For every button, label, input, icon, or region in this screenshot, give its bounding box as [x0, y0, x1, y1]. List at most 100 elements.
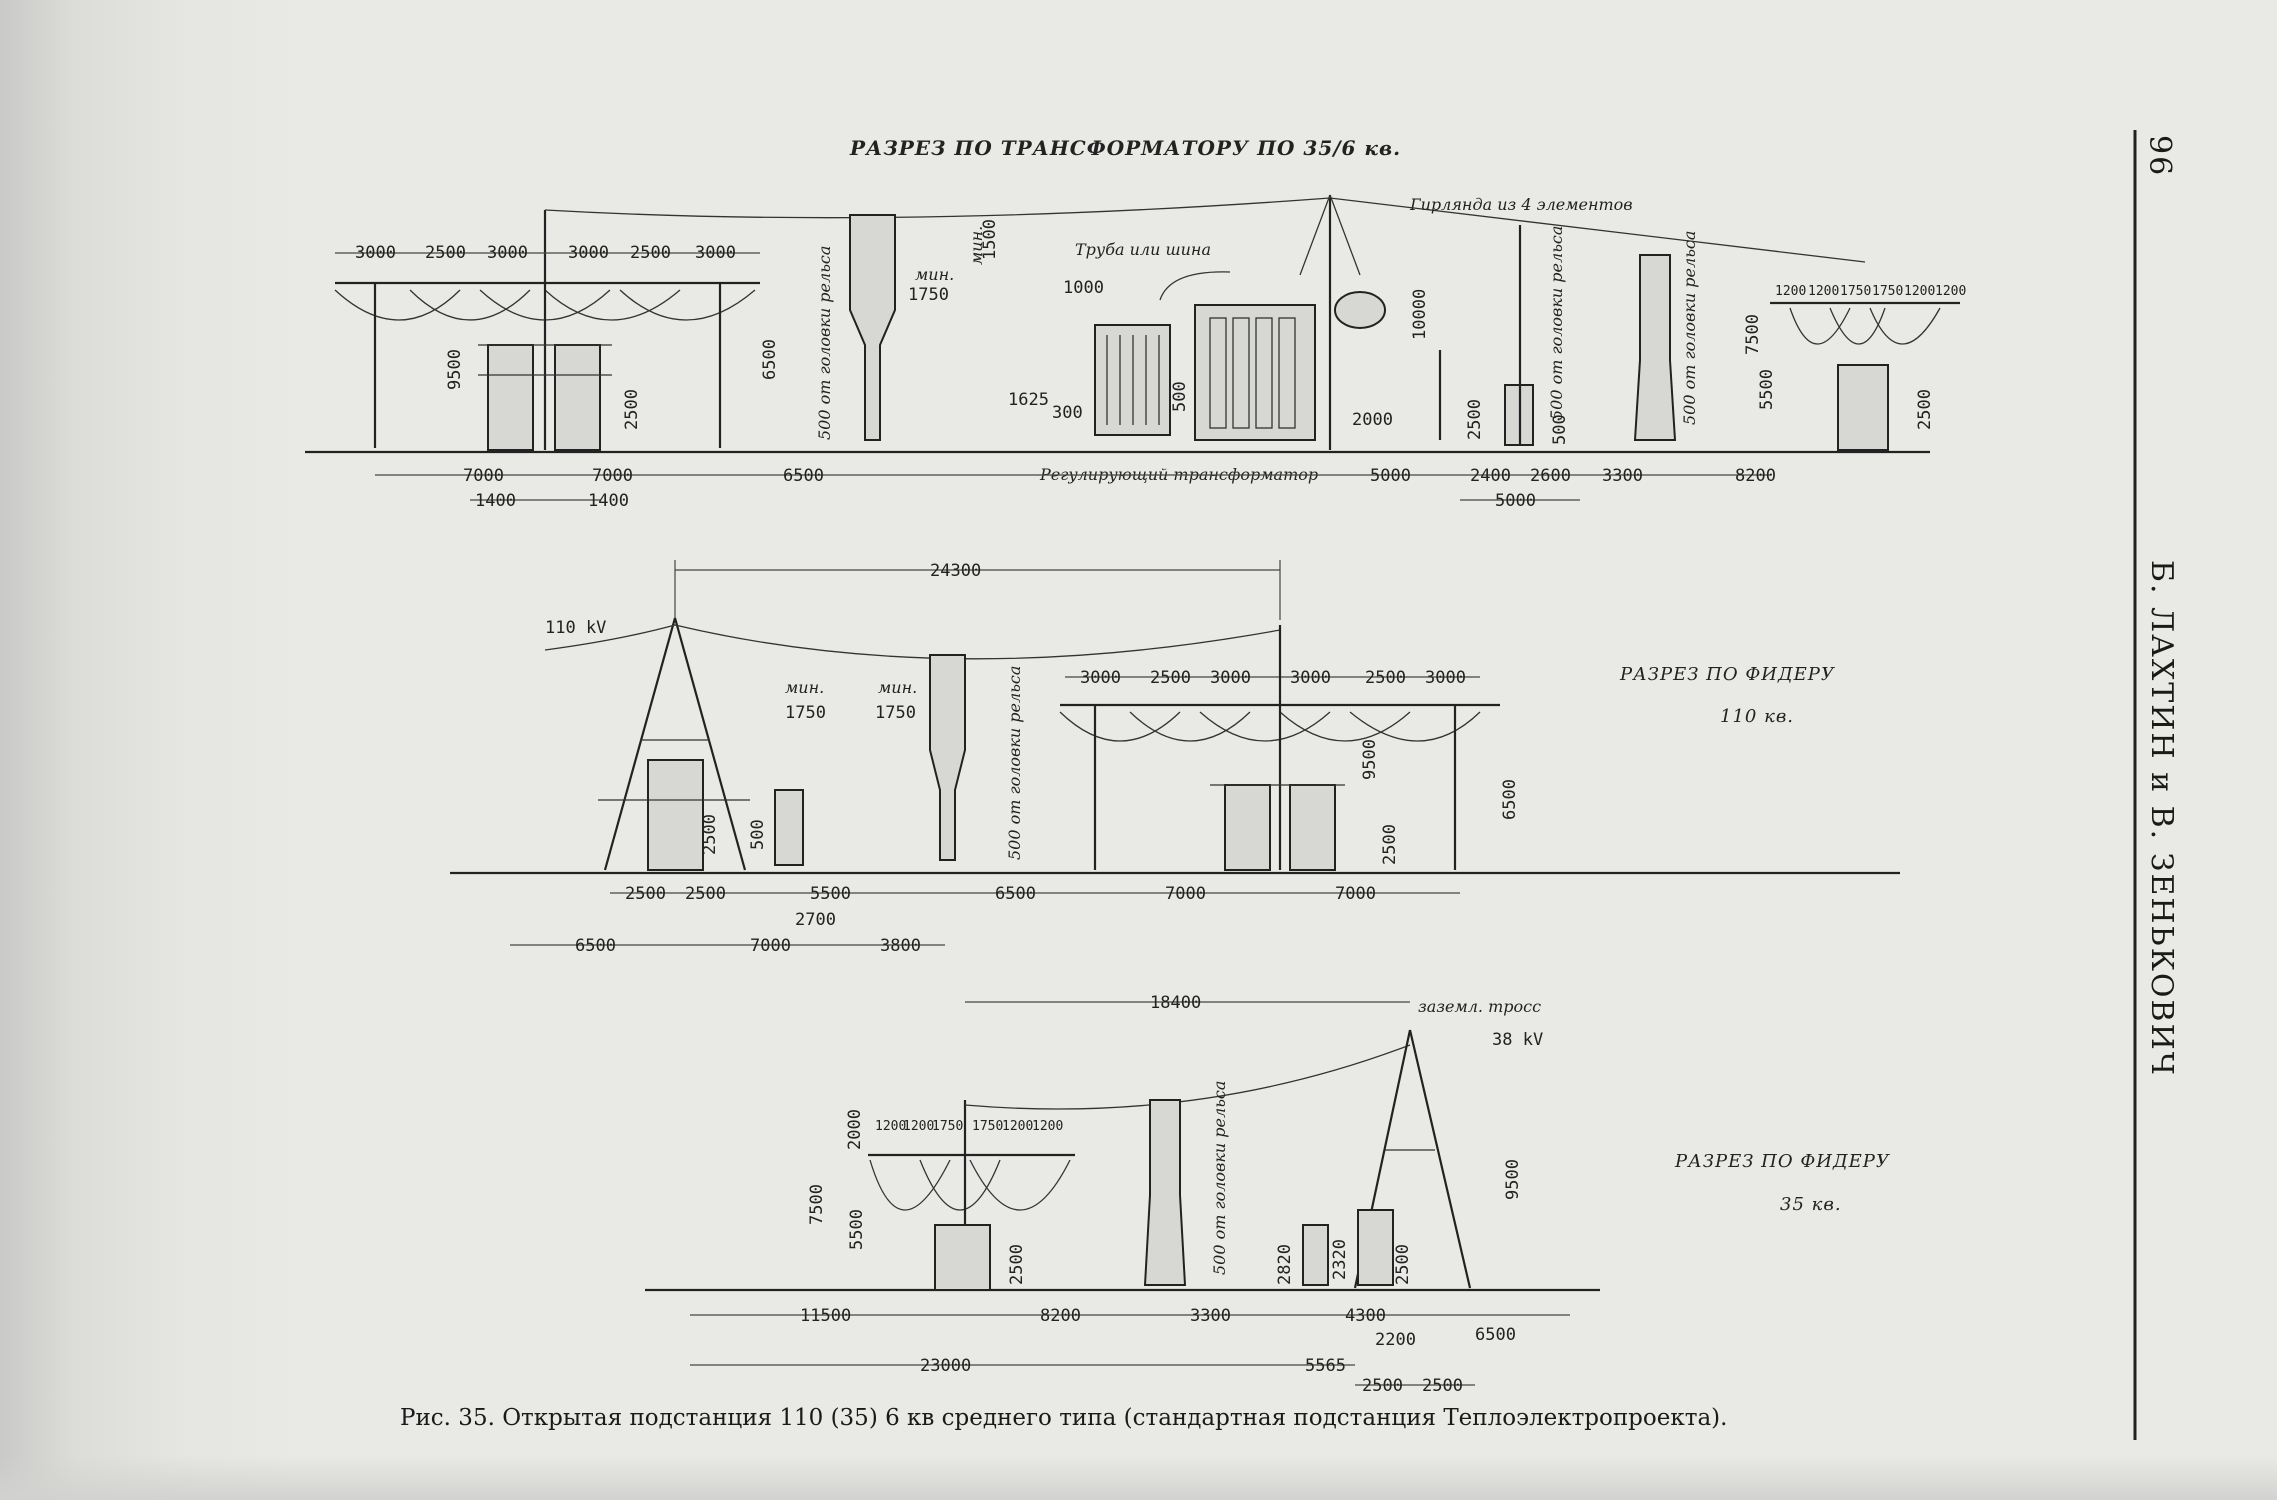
- section3-title: РАЗРЕЗ ПО ФИДЕРУ: [1674, 1151, 1891, 1172]
- section2-overhead-line: [544, 624, 1281, 660]
- dim-top-2: 2500: [425, 243, 466, 263]
- s3-vdim-4: 2500: [1007, 1244, 1027, 1285]
- bdim-7: 3300: [1602, 466, 1643, 486]
- s2-bdim-4: 6500: [995, 884, 1036, 904]
- s3-bdim-6: 6500: [1475, 1325, 1516, 1345]
- vdim-14: 7500: [1743, 314, 1763, 355]
- s2-tdim-3: 3000: [1210, 668, 1251, 688]
- s2-bdim-5: 7000: [1165, 884, 1206, 904]
- s2-bdim2-4: 3800: [880, 936, 921, 956]
- s2-vdim-6: 6500: [1500, 779, 1520, 820]
- s2-tdim-1: 3000: [1080, 668, 1121, 688]
- s3-vdim-7: 2500: [1393, 1244, 1413, 1285]
- vdim-9: 500: [1170, 381, 1190, 412]
- page-bottom-shadow: [0, 1455, 2277, 1500]
- s3-bdim-3: 3300: [1190, 1306, 1231, 1326]
- section-feeder-110: 24300 110 kV 1750 1750 мин. мин. 2500 50…: [450, 560, 1900, 956]
- dim-rt-4: 1750: [1872, 284, 1903, 299]
- s2-vdim-3: 2500: [700, 814, 720, 855]
- bdim-1: 7000: [463, 466, 504, 486]
- section1-right-apparatus: [1837, 364, 1889, 451]
- label-min-b: мин.: [967, 226, 986, 265]
- bdim-2: 7000: [592, 466, 633, 486]
- bdim-8: 8200: [1735, 466, 1776, 486]
- s3-vdim-2: 7500: [807, 1184, 827, 1225]
- running-head: Б. ЛАХТИН и В. ЗЕНЬКОВИЧ: [2144, 560, 2179, 1077]
- section3-tower-leg-2: [1408, 1029, 1472, 1289]
- s2-bdim-2: 2500: [685, 884, 726, 904]
- dim-rt-6: 1200: [1935, 284, 1966, 299]
- section2-voltage: 110 kV: [545, 618, 606, 638]
- dim-top-5: 2500: [630, 243, 671, 263]
- section2-subtitle: 110 кв.: [1720, 706, 1794, 727]
- bdim-3: 6500: [783, 466, 824, 486]
- bdim-6: 2600: [1530, 466, 1571, 486]
- s2-vdim-5: 9500: [1360, 739, 1380, 780]
- s2-bdim2-3: 7000: [750, 936, 791, 956]
- label-pipe: Труба или шина: [1075, 240, 1211, 259]
- s3-tdim-1: 1200: [875, 1119, 906, 1134]
- bdim2-3: 5000: [1495, 491, 1536, 511]
- s3-bdim2-4: 2500: [1422, 1376, 1463, 1396]
- bdim-4: 5000: [1370, 466, 1411, 486]
- page-spine-shadow: [0, 0, 300, 1500]
- section1-title: РАЗРЕЗ ПО ТРАНСФОРМАТОРУ ПО 35/6 кв.: [849, 136, 1401, 160]
- section3-arrester: [1302, 1224, 1329, 1286]
- section1-apparatus-1: [487, 344, 534, 451]
- dim-top-4: 3000: [568, 243, 609, 263]
- section1-apparatus-2: [554, 344, 601, 451]
- section2-apparatus-2: [1289, 784, 1336, 871]
- dim-top-3: 3000: [487, 243, 528, 263]
- s3-tdim-5: 1200: [1002, 1119, 1033, 1134]
- s3-vdim-8: 9500: [1503, 1159, 1523, 1200]
- vdim-2: 2500: [622, 389, 642, 430]
- section2-apparatus-left: [647, 759, 704, 871]
- s3-vdim-6: 2320: [1330, 1239, 1350, 1280]
- page-number: 96: [2142, 135, 2177, 177]
- vdim-1: 9500: [445, 349, 465, 390]
- label-min-a: мин.: [915, 265, 954, 284]
- section3-apparatus-right: [1357, 1209, 1394, 1286]
- vdim-16: 2500: [1915, 389, 1935, 430]
- vdim-4: 1750: [908, 285, 949, 305]
- vdim-6: 1000: [1063, 278, 1104, 298]
- section2-apparatus-1: [1224, 784, 1271, 871]
- dim-rt-1: 1200: [1775, 284, 1806, 299]
- section3-cone: [1143, 1099, 1187, 1286]
- s2-tdim-4: 3000: [1290, 668, 1331, 688]
- s2-bdim2-2: 6500: [575, 936, 616, 956]
- vdim-11: 2000: [1352, 410, 1393, 430]
- s3-bdim2-2: 5565: [1305, 1356, 1346, 1376]
- section1-overhead-line: [544, 197, 1866, 263]
- section1-cone-1: [849, 214, 896, 441]
- section-feeder-35: 18400 заземл. тросс 38 kV 1200 1200 1750…: [645, 993, 1891, 1396]
- section2-title: РАЗРЕЗ ПО ФИДЕРУ: [1619, 664, 1836, 685]
- label-rail-b: 500 от головки рельса: [1547, 226, 1566, 420]
- s2-bdim2-1: 2700: [795, 910, 836, 930]
- s3-tdim-3: 1750: [932, 1119, 963, 1134]
- dim-rt-5: 1200: [1904, 284, 1935, 299]
- s2-tdim-6: 3000: [1425, 668, 1466, 688]
- bdim2-2: 1400: [588, 491, 629, 511]
- section2-tower-leg-1: [603, 617, 677, 871]
- vdim-8: 300: [1052, 403, 1083, 423]
- section2-span: 24300: [930, 561, 981, 581]
- s2-bdim-6: 7000: [1335, 884, 1376, 904]
- s3-vdim-5: 2820: [1275, 1244, 1295, 1285]
- s3-bdim-5: 2200: [1375, 1330, 1416, 1350]
- s3-bdim-1: 11500: [800, 1306, 851, 1326]
- section1-bus-swags: [334, 289, 756, 321]
- s2-label-rail: 500 от головки рельса: [1005, 666, 1024, 860]
- s3-vdim-1: 2000: [845, 1109, 865, 1150]
- s2-tdim-2: 2500: [1150, 668, 1191, 688]
- section2-cone: [929, 654, 966, 861]
- vdim-7: 1625: [1008, 390, 1049, 410]
- section1-main-transformer: [1194, 304, 1316, 441]
- s3-vdim-3: 5500: [847, 1209, 867, 1250]
- dim-top-1: 3000: [355, 243, 396, 263]
- s2-bdim-1: 2500: [625, 884, 666, 904]
- section3-subtitle: 35 кв.: [1780, 1194, 1842, 1215]
- section1-conservator: [1334, 291, 1386, 329]
- s3-bdim2-3: 2500: [1362, 1376, 1403, 1396]
